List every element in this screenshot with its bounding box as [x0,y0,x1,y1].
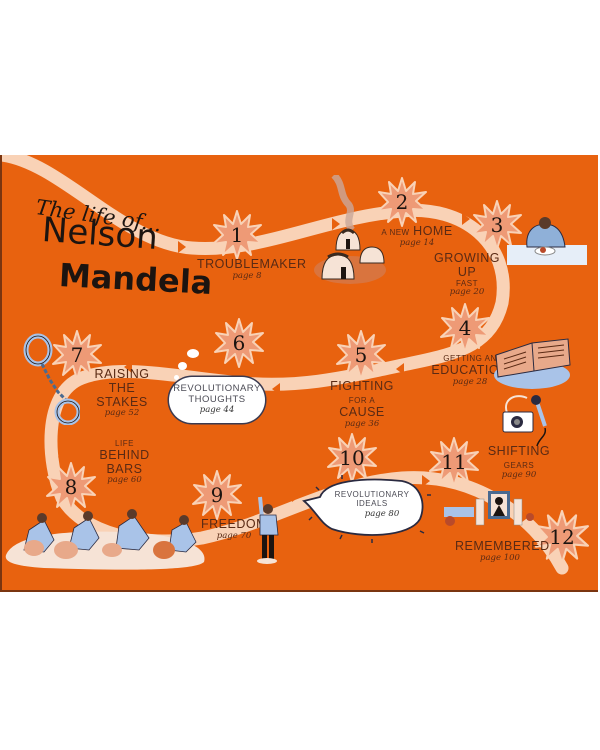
milestone-label-11[interactable]: Shifting gears page 90 [487,444,551,480]
milestone-star-11[interactable]: 11 [429,437,479,487]
milestone-star-7[interactable]: 7 [52,330,102,380]
milestone-label-10[interactable]: Revolutionary Ideals page 80 [334,490,410,520]
title-last-name: Mandela [58,256,214,302]
milestone-star-1[interactable]: 1 [212,210,262,260]
title-first-name: Nelson [40,210,160,258]
milestone-star-5[interactable]: 5 [336,330,386,380]
milestone-label-9[interactable]: Freedom page 70 [201,517,267,541]
milestone-star-6[interactable]: 6 [214,318,264,368]
milestone-star-8[interactable]: 8 [46,462,96,512]
milestone-star-10[interactable]: 10 [327,433,377,483]
milestone-label-5[interactable]: Fighting for a Cause page 36 [330,379,394,429]
speech-bubble-icon [302,475,431,543]
milestone-star-3[interactable]: 3 [472,200,522,250]
camera-microphone-icon [502,395,547,447]
milestone-label-1[interactable]: Troublemaker page 8 [197,257,307,281]
milestone-star-12[interactable]: 12 [535,510,589,564]
prisoners-breaking-rocks-icon [5,509,205,570]
milestone-label-2[interactable]: A new Home page 14 [381,224,453,248]
milestone-label-6[interactable]: Revolutionary Thoughts page 44 [169,377,265,423]
huts-icon [314,175,386,284]
milestone-label-7[interactable]: Raising the stakes page 52 [94,367,150,419]
handcuffs-icon [23,333,80,425]
milestone-label-3[interactable]: Growing up fast page 20 [434,251,500,298]
waving-man-icon [257,496,279,564]
open-book-icon [494,338,571,389]
eating-man-icon [507,217,587,265]
milestone-star-9[interactable]: 9 [192,470,242,520]
memorial-candles-icon [444,491,534,526]
milestone-label-12[interactable]: Remembered page 100 [455,539,550,563]
milestone-label-4[interactable]: Getting an Education page 28 [431,354,509,387]
timeline-panel: The life of... Nelson Mandela 1 2 3 4 5 … [0,155,598,592]
milestone-star-2[interactable]: 2 [377,177,427,227]
milestone-label-8[interactable]: Life Behind Bars page 60 [99,439,150,486]
milestone-star-4[interactable]: 4 [440,303,490,353]
